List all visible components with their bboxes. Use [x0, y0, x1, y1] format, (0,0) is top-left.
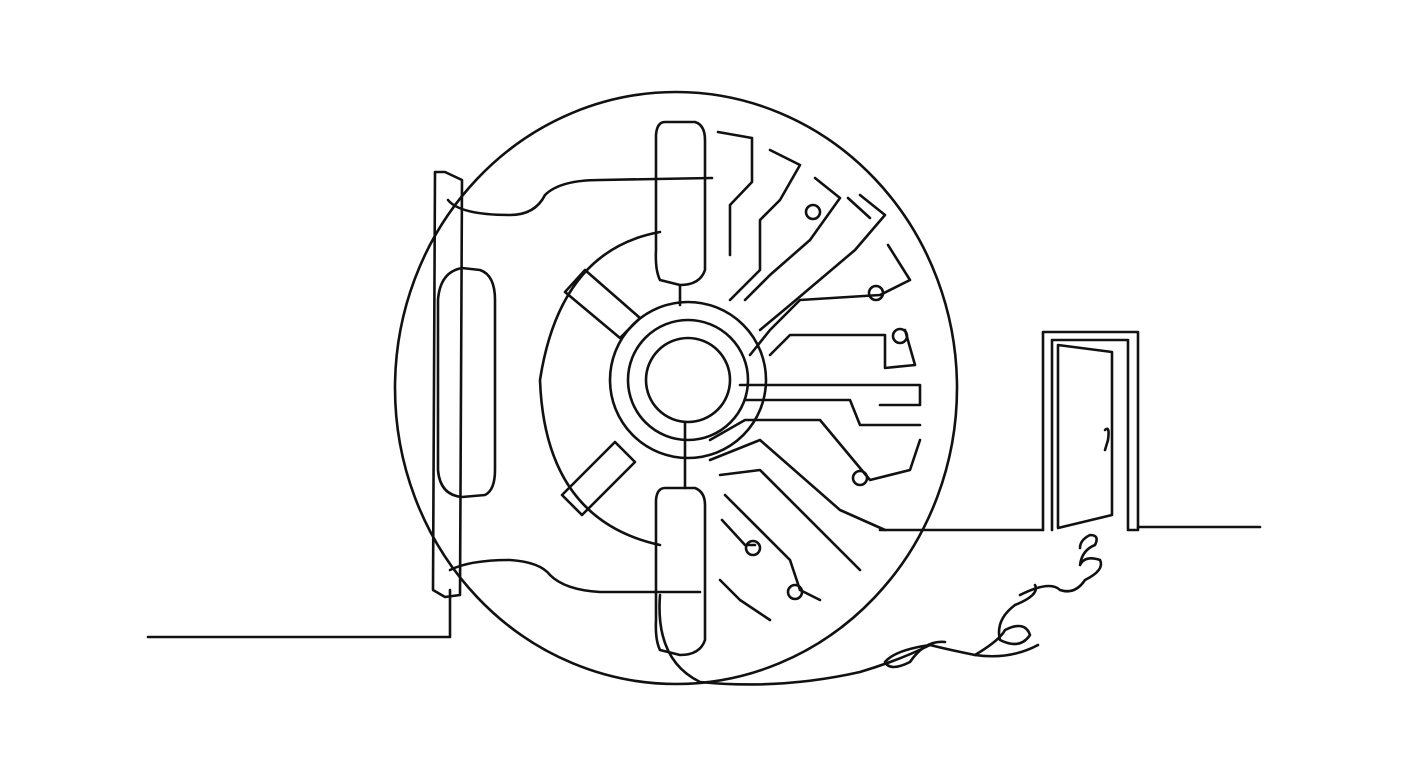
vault-handle — [436, 266, 497, 499]
hub-outer — [608, 300, 768, 460]
door-panel — [1056, 343, 1114, 530]
vault-hinge — [431, 170, 464, 599]
bolt-bottom — [654, 486, 707, 657]
open-door-icon — [1041, 330, 1140, 532]
vault-inner-ring — [538, 230, 662, 547]
vault-bracket-top — [446, 176, 714, 217]
vault-bracket-bottom — [448, 558, 702, 594]
spoke-upper-left — [563, 268, 642, 340]
bottom-flourish — [658, 593, 932, 686]
hub-center — [644, 336, 732, 424]
vault-door-icon — [393, 90, 959, 686]
circuit-pattern-icon — [708, 130, 922, 622]
bolt-top — [654, 120, 707, 287]
ground-line-right — [878, 525, 1262, 532]
hub-middle — [626, 318, 750, 442]
door-knob — [1103, 427, 1110, 452]
ground-line-left — [146, 588, 452, 639]
door-frame-outer — [1041, 330, 1140, 532]
spoke-lower-left — [560, 440, 637, 517]
vault-outer-ring — [393, 90, 959, 686]
footprints-icon — [883, 533, 1103, 669]
